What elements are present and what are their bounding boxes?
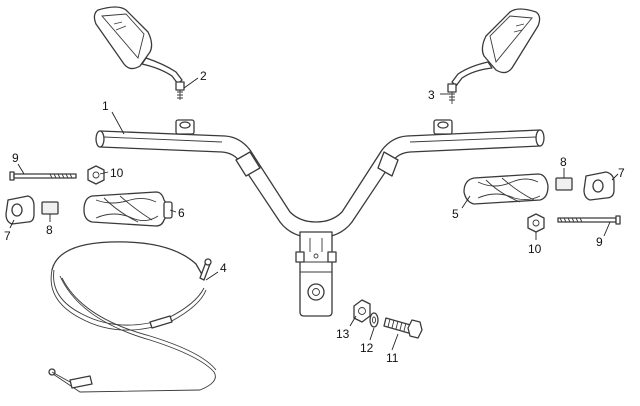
left-nut — [87, 165, 105, 185]
callout-1: 1 — [102, 99, 109, 113]
callout-5: 5 — [452, 207, 459, 221]
right-grip — [463, 173, 549, 205]
callout-3: 3 — [428, 88, 435, 102]
callout-6: 6 — [178, 206, 185, 220]
callout-7-right: 7 — [618, 166, 625, 180]
left-bar-end — [5, 195, 35, 225]
left-grip — [83, 191, 173, 227]
right-bar-end — [583, 171, 615, 201]
left-mirror — [93, 6, 185, 100]
right-nut — [527, 213, 545, 233]
callout-8-left: 8 — [46, 223, 53, 237]
callout-13: 13 — [336, 327, 350, 341]
callout-labels: 1 2 3 4 5 6 7 7 8 8 9 9 10 10 11 12 13 — [4, 69, 625, 365]
callout-7-left: 7 — [4, 229, 11, 243]
callout-4: 4 — [220, 261, 227, 275]
right-mirror — [447, 8, 541, 104]
left-spacer — [41, 201, 59, 215]
callout-9-left: 9 — [12, 151, 19, 165]
callout-2: 2 — [200, 69, 207, 83]
right-spacer — [555, 177, 573, 191]
throttle-cable — [48, 241, 217, 393]
callout-10-left: 10 — [110, 166, 124, 180]
callout-11: 11 — [386, 351, 399, 365]
callout-8-right: 8 — [560, 155, 567, 169]
clamp-bolt — [383, 317, 423, 339]
right-long-screw — [557, 215, 621, 225]
clamp-nut — [353, 299, 371, 323]
washer — [369, 312, 379, 328]
callout-9-right: 9 — [596, 235, 603, 249]
left-long-screw — [9, 171, 77, 181]
callout-10-right: 10 — [528, 242, 542, 256]
leader-lines — [9, 77, 619, 351]
handlebar — [95, 119, 545, 317]
callout-12: 12 — [360, 341, 374, 355]
